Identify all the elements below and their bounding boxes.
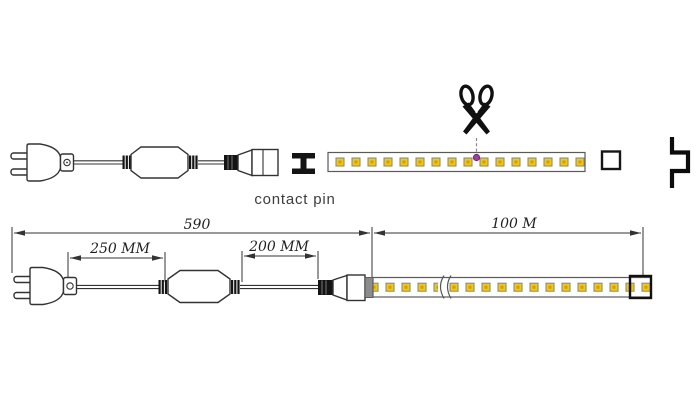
contact-pin-label: contact pin bbox=[254, 191, 335, 208]
connector-taper bbox=[332, 274, 348, 301]
dim-590: 590 bbox=[11, 217, 373, 277]
strip-break-mark bbox=[438, 275, 452, 299]
end-cap-bottom bbox=[628, 274, 653, 300]
contact-pin-icon bbox=[292, 153, 315, 174]
end-cap-top bbox=[600, 150, 622, 171]
clamp-screw-dot bbox=[66, 161, 68, 164]
clamp-screw bbox=[66, 282, 74, 290]
dim-100m: 100 M bbox=[374, 216, 644, 277]
dim-250mm-label: 250 MM bbox=[89, 241, 151, 257]
clamp-screw bbox=[63, 158, 71, 167]
scissors-icon bbox=[459, 84, 494, 135]
dim-250mm: 250 MM bbox=[67, 241, 166, 284]
cut-point-dot bbox=[472, 153, 481, 162]
strip-junction bbox=[364, 277, 374, 298]
strain-relief-ribs bbox=[189, 155, 198, 169]
connector-top bbox=[224, 148, 279, 177]
driver-box-bottom bbox=[158, 269, 240, 304]
strain-relief-ribs bbox=[231, 280, 240, 294]
dim-590-label: 590 bbox=[184, 217, 211, 233]
cable-bottom-1 bbox=[76, 284, 159, 290]
strain-relief-ribs bbox=[158, 280, 168, 294]
led-strip-top bbox=[327, 151, 586, 173]
connector-body bbox=[251, 148, 279, 177]
driver-body bbox=[167, 269, 231, 304]
driver-box-top bbox=[122, 146, 198, 179]
driver-body bbox=[130, 146, 189, 179]
plug-body bbox=[29, 266, 65, 306]
cable-top-1 bbox=[73, 160, 123, 165]
dim-200mm-label: 200 MM bbox=[248, 239, 310, 255]
mounting-clip-icon bbox=[669, 137, 691, 188]
power-plug-top bbox=[10, 143, 75, 182]
power-plug-bottom bbox=[13, 266, 78, 306]
plug-clamp bbox=[62, 276, 78, 296]
connector-taper bbox=[237, 149, 253, 177]
dim-200mm: 200 MM bbox=[241, 239, 319, 282]
connector-barrel bbox=[224, 155, 238, 170]
connector-body bbox=[346, 274, 366, 302]
led-strip-bottom bbox=[372, 274, 653, 300]
dim-100m-label: 100 M bbox=[491, 216, 537, 232]
cable-top-2 bbox=[198, 160, 225, 165]
plug-body bbox=[26, 143, 62, 182]
strain-relief-ribs bbox=[122, 155, 132, 169]
connector-bottom bbox=[318, 274, 374, 302]
cable-bottom-2 bbox=[240, 284, 319, 290]
